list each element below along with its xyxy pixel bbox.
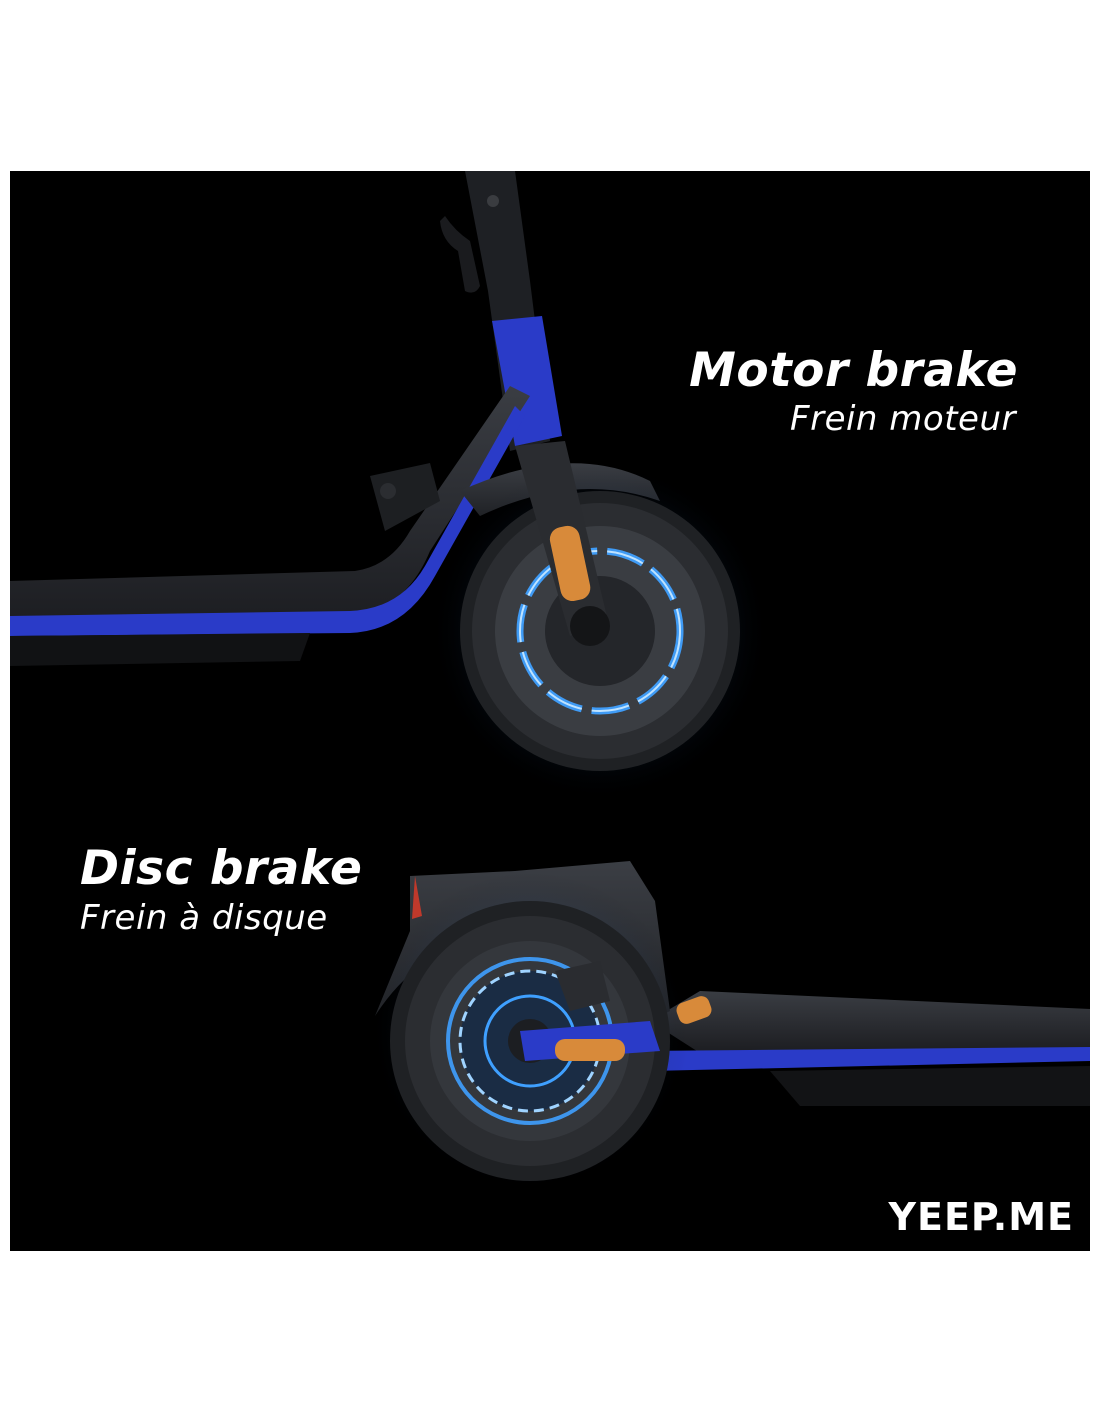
disc-brake-title: Disc brake — [80, 841, 363, 896]
disc-brake-subtitle: Frein à disque — [80, 898, 328, 938]
poster: Motor brake Frein moteur Disc brake Frei… — [10, 171, 1090, 1251]
front-scooter — [10, 171, 770, 801]
rear-scooter — [370, 861, 1090, 1191]
scooter-illustration — [10, 171, 1090, 1191]
motor-brake-title: Motor brake — [689, 343, 1018, 398]
motor-brake-subtitle: Frein moteur — [790, 399, 1016, 439]
yeepme-logo: YEEP.ME — [888, 1195, 1074, 1239]
